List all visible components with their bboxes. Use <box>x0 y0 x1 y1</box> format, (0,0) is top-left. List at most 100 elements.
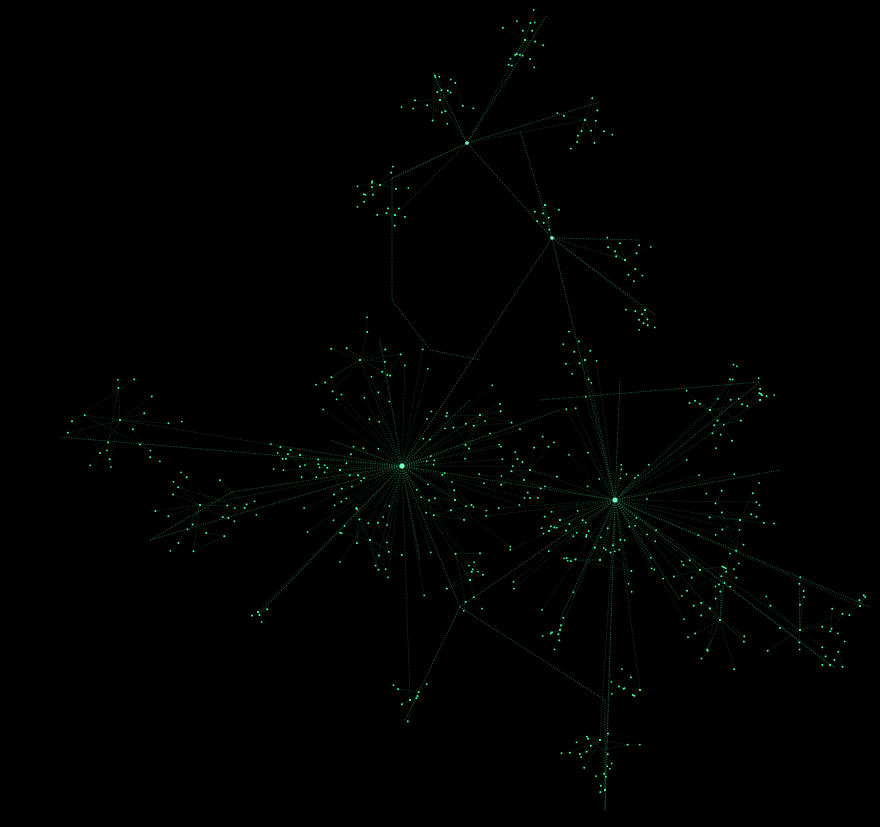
node <box>377 568 380 571</box>
edge <box>647 319 655 328</box>
edge <box>683 564 720 585</box>
edge-spoke <box>401 365 406 467</box>
node <box>598 738 602 742</box>
edge <box>340 532 371 541</box>
node <box>765 395 768 398</box>
node <box>245 503 248 506</box>
edge-long <box>432 72 468 144</box>
edge-spoke <box>614 464 622 501</box>
edge <box>455 553 466 602</box>
node <box>558 639 561 642</box>
node <box>507 63 510 66</box>
node <box>722 423 725 426</box>
node <box>478 473 481 476</box>
node <box>387 207 389 210</box>
edge <box>529 469 558 477</box>
node <box>564 362 567 365</box>
edge <box>358 475 365 479</box>
edge <box>611 688 624 695</box>
node <box>408 698 412 702</box>
edge-branch <box>544 204 553 239</box>
edge <box>502 27 526 41</box>
node <box>629 676 632 679</box>
edge <box>228 504 247 519</box>
node <box>500 483 503 486</box>
node <box>569 147 572 150</box>
edge-long <box>401 465 421 561</box>
edge <box>371 182 397 190</box>
edge <box>391 166 394 173</box>
node <box>258 614 261 616</box>
edge <box>638 323 644 331</box>
edge <box>605 768 610 777</box>
node <box>576 141 579 143</box>
node <box>317 463 320 466</box>
node <box>694 632 697 635</box>
edge-spoke <box>591 382 616 501</box>
node <box>387 576 389 579</box>
edge <box>67 419 121 434</box>
edge-spoke <box>513 499 616 589</box>
edge <box>557 112 564 116</box>
node <box>831 607 834 610</box>
edge <box>529 447 535 471</box>
node <box>729 585 732 588</box>
edge-long <box>429 349 481 361</box>
node <box>714 585 717 588</box>
node <box>139 443 142 446</box>
node <box>607 246 610 249</box>
node <box>289 448 292 451</box>
node <box>711 432 714 435</box>
node <box>370 186 373 188</box>
node <box>461 104 464 107</box>
node <box>426 418 428 420</box>
node <box>368 418 371 420</box>
edge-spoke <box>401 428 521 467</box>
hub-node <box>612 497 618 503</box>
node <box>449 78 452 81</box>
node <box>631 694 634 696</box>
edge-branch <box>401 414 481 467</box>
edge <box>849 596 866 616</box>
edge <box>371 184 381 188</box>
node <box>378 554 380 557</box>
edge <box>706 493 716 504</box>
edge <box>729 364 734 380</box>
node <box>382 516 384 518</box>
edge <box>700 602 710 609</box>
edge-spoke <box>479 473 616 501</box>
edge <box>838 641 845 652</box>
node <box>498 443 501 446</box>
node <box>618 685 620 688</box>
node <box>729 552 731 555</box>
node <box>429 438 431 441</box>
edge-long <box>404 606 461 721</box>
node <box>198 503 202 507</box>
node <box>732 363 735 366</box>
node <box>583 118 587 122</box>
edge <box>219 480 247 505</box>
edge <box>339 469 350 476</box>
edge <box>465 414 481 445</box>
node <box>613 550 616 553</box>
edge <box>644 309 648 320</box>
node <box>473 561 475 564</box>
edge <box>683 564 701 571</box>
node <box>167 515 170 518</box>
node <box>587 378 590 381</box>
edge <box>822 656 826 666</box>
edge <box>473 414 481 426</box>
node <box>635 517 638 519</box>
node <box>154 510 157 512</box>
edge <box>479 414 512 423</box>
node <box>738 529 741 531</box>
node <box>351 485 353 488</box>
edge <box>770 605 801 631</box>
node <box>568 330 570 333</box>
edge <box>732 366 738 380</box>
node <box>798 648 801 651</box>
node <box>434 76 437 78</box>
node <box>583 766 586 769</box>
edge <box>106 442 109 451</box>
